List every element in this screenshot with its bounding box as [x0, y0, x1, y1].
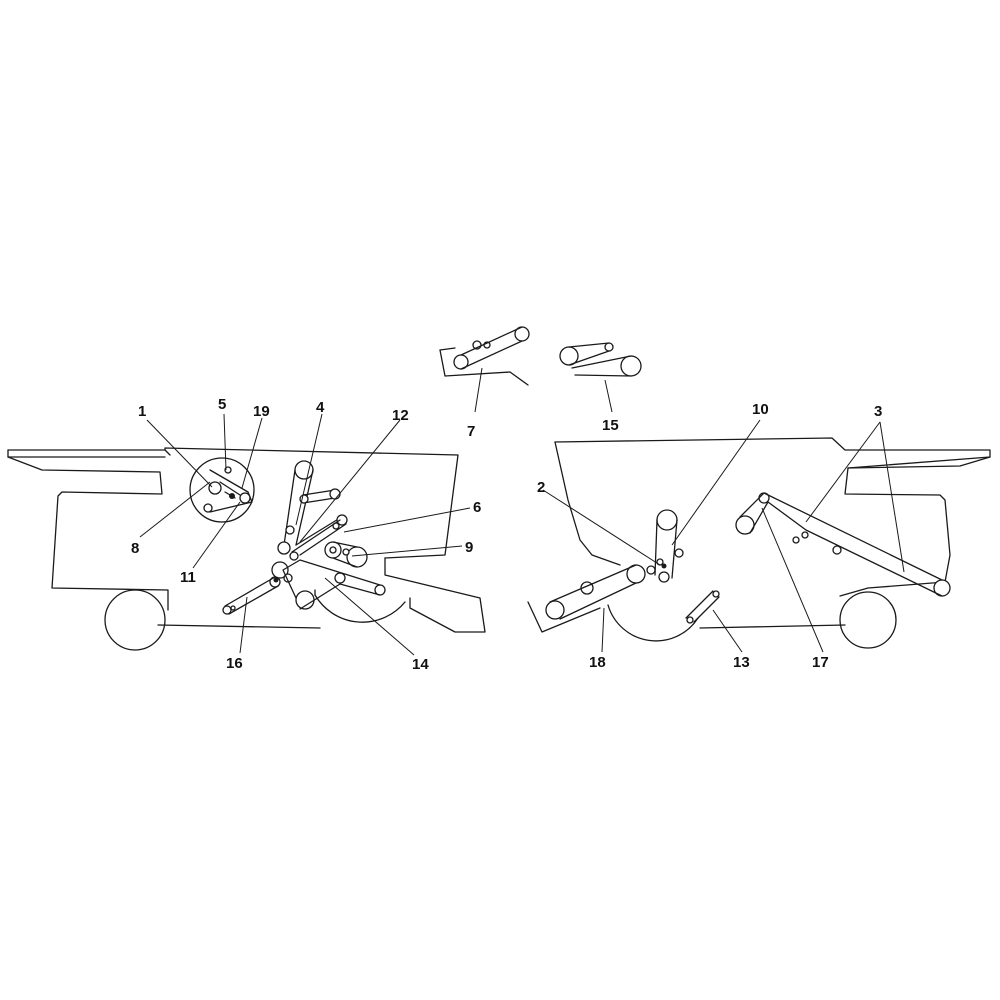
callout-1: 1 [138, 403, 146, 420]
callout-4: 4 [316, 399, 325, 416]
callout-7: 7 [467, 423, 475, 440]
left-belt-drives [189, 457, 386, 615]
callout-13: 13 [733, 654, 750, 671]
rear-wheel-left [104, 589, 166, 651]
callout-14: 14 [412, 656, 429, 673]
callout-19: 19 [253, 403, 270, 420]
rear-wheel-right [839, 591, 897, 649]
callout-labels: 1 2 3 4 5 6 7 8 9 10 11 12 13 14 15 16 1… [131, 396, 882, 673]
callout-16: 16 [226, 655, 243, 672]
callout-8: 8 [131, 540, 139, 557]
callout-6: 6 [473, 499, 481, 516]
callout-18: 18 [589, 654, 606, 671]
callout-3: 3 [874, 403, 882, 420]
detail-7 [439, 326, 530, 386]
callout-15: 15 [602, 417, 619, 434]
right-belt-drives [545, 492, 951, 624]
callout-10: 10 [752, 401, 769, 418]
callout-12: 12 [392, 407, 409, 424]
callout-5: 5 [218, 396, 226, 413]
callout-17: 17 [812, 654, 829, 671]
rotor-drive-housing [189, 457, 255, 523]
combine-left-side-view [7, 447, 486, 651]
combine-right-side-view [527, 437, 991, 649]
callout-11: 11 [180, 569, 196, 586]
callout-2: 2 [537, 479, 545, 496]
leader-lines [139, 367, 905, 656]
callout-9: 9 [465, 539, 473, 556]
detail-15 [559, 342, 642, 377]
